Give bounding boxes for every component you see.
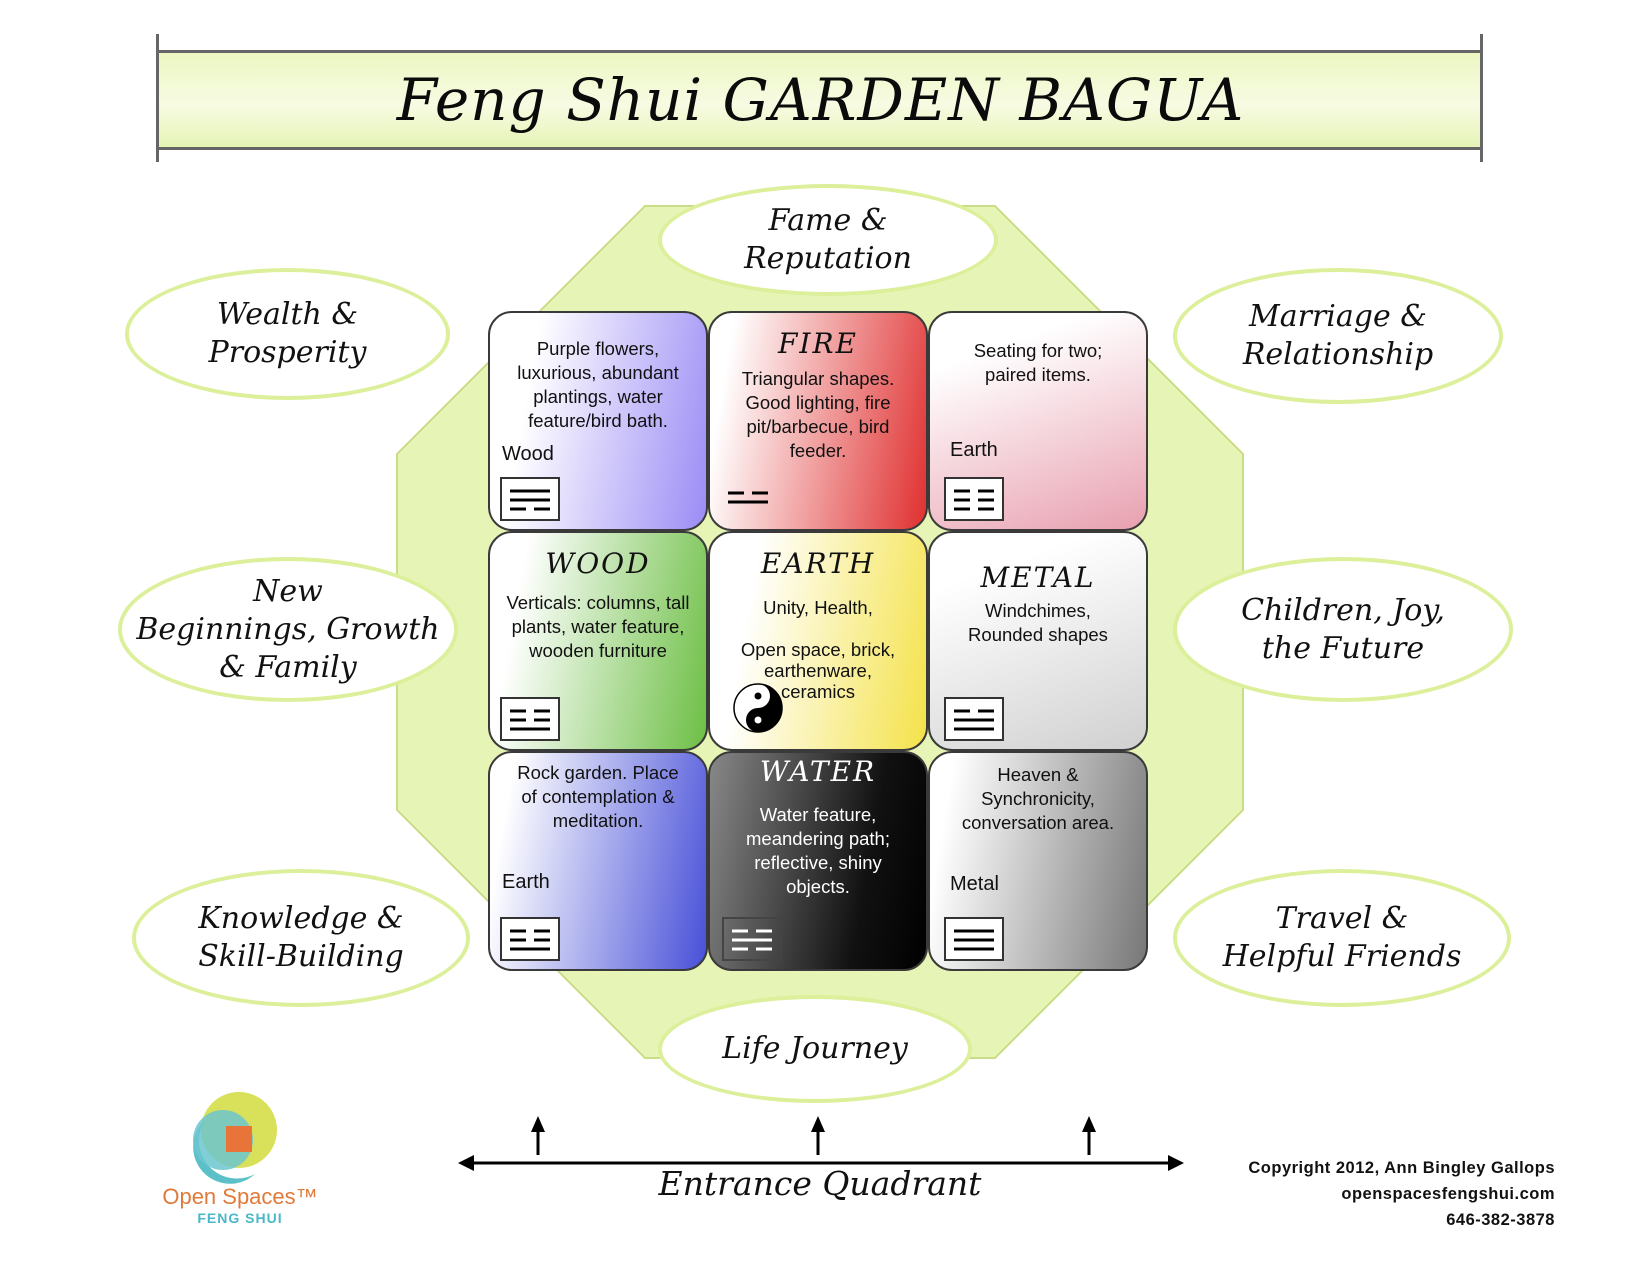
cell-career-desc: Water feature, meandering path; reflecti… [746, 804, 890, 897]
cell-health-title: EARTH [760, 547, 876, 580]
area-wealth-oval: Wealth & Prosperity [125, 268, 450, 400]
area-career-label: Life Journey [722, 1031, 908, 1066]
copyright-line: Copyright 2012, Ann Bingley Gallops [1248, 1159, 1555, 1177]
website-line: openspacesfengshui.com [1341, 1185, 1555, 1203]
banner-left-bracket [156, 34, 159, 162]
logo-name: Open Spaces™ [162, 1184, 318, 1209]
cell-travel-desc: Heaven & Synchronicity, conversation are… [961, 764, 1115, 833]
cell-fame: FIRE Triangular shapes. Good lighting, f… [708, 311, 928, 531]
area-children-label: Children, Joy, the Future [1241, 592, 1445, 666]
cell-knowledge-desc: Rock garden. Place of contemplation & me… [517, 762, 679, 831]
cell-knowledge-element: Earth [502, 871, 550, 893]
trigram-icon [944, 477, 1004, 521]
cell-children: METAL Windchimes, Rounded shapes [928, 531, 1148, 751]
cell-wealth-element: Wood [502, 443, 554, 465]
cell-fame-title: FIRE [777, 327, 858, 360]
trigram-icon [500, 477, 560, 521]
phone-line: 646-382-3878 [1446, 1211, 1555, 1229]
entrance-label: Entrance Quadrant [658, 1164, 982, 1203]
area-marriage-label: Marriage & Relationship [1242, 299, 1434, 372]
trigram-icon [722, 917, 782, 961]
cell-family-title: WOOD [545, 547, 651, 580]
area-children-oval: Children, Joy, the Future [1173, 557, 1513, 702]
trigram-icon [944, 697, 1004, 741]
cell-family-desc: Verticals: columns, tall plants, water f… [506, 592, 690, 661]
area-fame-oval: Fame & Reputation [658, 184, 998, 296]
cell-travel-element: Metal [950, 873, 999, 895]
cell-family: WOOD Verticals: columns, tall plants, wa… [488, 531, 708, 751]
area-knowledge-oval: Knowledge & Skill-Building [132, 869, 470, 1007]
cell-career: WATER Water feature, meandering path; re… [708, 751, 928, 971]
cell-children-title: METAL [980, 561, 1096, 594]
area-wealth-label: Wealth & Prosperity [208, 297, 367, 370]
open-spaces-logo-icon [193, 1092, 277, 1184]
cell-travel: Heaven & Synchronicity, conversation are… [928, 751, 1148, 971]
trigram-icon [500, 697, 560, 741]
area-family-oval: New Beginnings, Growth & Family [118, 557, 458, 702]
cell-marriage-desc: Seating for two; paired items. [973, 340, 1103, 385]
area-marriage-oval: Marriage & Relationship [1173, 268, 1503, 404]
cell-health-desc: Unity, Health, Open space, brick, earthe… [740, 597, 896, 702]
cell-marriage-element: Earth [950, 439, 998, 461]
cell-wealth: Purple flowers, luxurious, abundant plan… [488, 311, 708, 531]
page-title: Feng Shui GARDEN BAGUA [396, 66, 1245, 134]
area-travel-label: Travel & Helpful Friends [1222, 901, 1462, 974]
banner-right-bracket [1480, 34, 1483, 162]
cell-marriage: Seating for two; paired items. Earth [928, 311, 1148, 531]
trigram-icon [720, 477, 780, 521]
cell-career-title: WATER [759, 755, 877, 788]
cell-knowledge: Rock garden. Place of contemplation & me… [488, 751, 708, 971]
trigram-icon [944, 917, 1004, 961]
title-banner [158, 50, 1483, 150]
cell-wealth-desc: Purple flowers, luxurious, abundant plan… [517, 338, 679, 431]
cell-children-desc: Windchimes, Rounded shapes [968, 600, 1108, 645]
logo-subtitle: FENG SHUI [197, 1210, 283, 1226]
area-career-oval: Life Journey [658, 995, 972, 1103]
area-travel-oval: Travel & Helpful Friends [1173, 869, 1511, 1007]
area-knowledge-label: Knowledge & Skill-Building [198, 901, 404, 974]
cell-fame-desc: Triangular shapes. Good lighting, fire p… [741, 368, 895, 461]
area-fame-label: Fame & Reputation [744, 203, 912, 276]
trigram-icon [500, 917, 560, 961]
yin-yang-icon [733, 683, 783, 733]
area-family-label: New Beginnings, Growth & Family [136, 573, 440, 685]
